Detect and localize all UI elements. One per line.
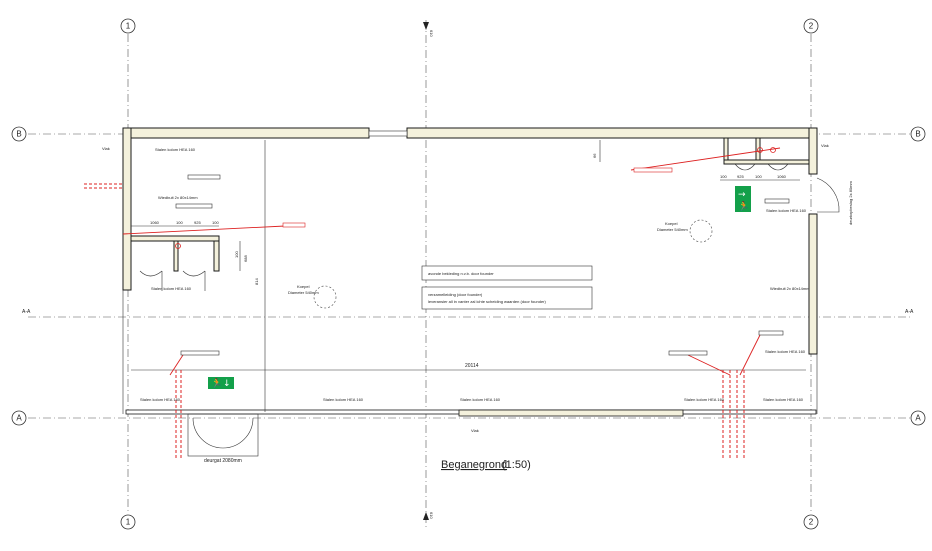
dimension-chain-left: 1060 100 925 100: [131, 220, 219, 227]
skylight-label: Diameter 540mm: [657, 227, 688, 232]
dimension-text: 1060: [150, 220, 160, 225]
note-text: verzamelleiding (door founder): [428, 292, 483, 297]
grid-bubble-label: 1: [126, 518, 131, 527]
drawing-title: Beganegrond (1:50): [441, 459, 531, 471]
section-label-right: A-A: [905, 309, 914, 315]
note-text: avonde bekleding n.v.b. door founder: [428, 271, 494, 276]
grid-bubble-rowA-left: A: [11, 410, 27, 426]
dimension-text: 100: [720, 174, 727, 179]
title-text: Beganegrond: [441, 459, 507, 471]
element-labels: Stalen kolom HEA 160 Wiedbuit 2x 80x14mm…: [102, 143, 829, 433]
column-label: Stalen kolom HEA 160: [684, 397, 725, 402]
column-label: Stalen kolom HEA 160: [765, 349, 806, 354]
door-bottom[interactable]: deurgat 2080mm: [187, 413, 259, 464]
section-mark-bottom: 610: [423, 512, 434, 520]
window-label: Wiedbuit 2x 80x14mm: [158, 195, 198, 200]
grid-bubble-col2-top: 2: [803, 18, 819, 34]
note-text: leveransier all in vanter zal ichte sche…: [428, 299, 547, 304]
dimension-text: 100: [755, 174, 762, 179]
grid-bubble-label: B: [915, 130, 920, 139]
dimension-text: 814: [254, 278, 259, 285]
section-mark-label: 610: [429, 512, 434, 519]
bar-label: Vlak: [102, 146, 110, 151]
dimension-left-height: 814: [254, 140, 266, 412]
section-mark-top: 610: [423, 22, 434, 37]
scale-text: (1:50): [502, 459, 531, 471]
door-bottom-label: deurgat 2080mm: [204, 458, 242, 464]
grid-bubble-label: 1: [126, 22, 131, 31]
door-right[interactable]: deurkopbeslag 2x 80mm: [816, 177, 853, 225]
column-label: Stalen kolom HEA 160: [155, 147, 196, 152]
skylight-right: Koepel Diameter 540mm: [657, 219, 713, 243]
arrow-right-icon: →: [738, 190, 746, 200]
grid-bubble-rowA-right: A: [910, 410, 926, 426]
dimension-text: 925: [737, 174, 744, 179]
grid-bubble-label: A: [915, 414, 921, 423]
red-lines: [84, 147, 781, 460]
dimension-text: 100: [176, 220, 183, 225]
exit-person-icon: 🏃: [738, 200, 749, 212]
label-bars: [175, 167, 790, 356]
skylight-label: Koepel: [297, 284, 310, 289]
section-mark-label: 610: [429, 30, 434, 37]
dimension-text: 20114: [465, 363, 479, 369]
dimension-chain-right: 100 925 100 1060: [720, 174, 800, 181]
dimension-text: 688: [243, 255, 248, 262]
dimension-text: 100: [234, 251, 239, 258]
window-label: Wiedbuit 2x 80x14mm: [770, 286, 810, 291]
skylight-left: Koepel Diameter 540mm: [288, 284, 337, 309]
grid-bubble-col1-bottom: 1: [120, 514, 136, 530]
column-label: Stalen kolom HEA 160: [766, 208, 807, 213]
grid-bubble-col1-top: 1: [120, 18, 136, 34]
column-label: Stalen kolom HEA 160: [460, 397, 501, 402]
dimension-text: 1060: [777, 174, 787, 179]
grid-bubble-label: 2: [809, 22, 814, 31]
grid-bubble-col2-bottom: 2: [803, 514, 819, 530]
skylight-label: Koepel: [665, 221, 678, 226]
column-label: Stalen kolom HEA 160: [151, 286, 192, 291]
dimension-text: 100: [212, 220, 219, 225]
grid-bubble-label: B: [16, 130, 21, 139]
toilet-fixtures: [139, 163, 789, 291]
arrow-down-icon: ↓: [223, 379, 231, 389]
exit-person-icon: 🏃: [211, 377, 222, 389]
grid-bubble-label: 2: [809, 518, 814, 527]
skylight-label: Diameter 540mm: [288, 290, 319, 295]
note-box-1: avonde bekleding n.v.b. door founder: [421, 265, 593, 281]
section-label-left: A-A: [22, 309, 31, 315]
bar-label: Vlak: [821, 143, 829, 148]
dimension-text: 66: [592, 153, 597, 158]
column-label: Stalen kolom HEA 160: [323, 397, 364, 402]
note-box-2: verzamelleiding (door founder) leveransi…: [421, 286, 593, 310]
grid-bubble-rowB-right: B: [910, 126, 926, 142]
exit-sign-bottom: 🏃 ↓: [208, 377, 234, 389]
door-right-label: deurkopbeslag 2x 80mm: [848, 181, 853, 225]
column-label: Stalen kolom HEA 160: [763, 397, 804, 402]
column-label: Stalen kolom HEA 160: [140, 397, 181, 402]
dimension-text: 925: [194, 220, 201, 225]
dimension-left-vertical: 100 688: [234, 241, 248, 271]
dimension-overall: 20114: [131, 363, 806, 371]
grid-bubble-label: A: [16, 414, 22, 423]
bar-label: Vlak: [471, 428, 479, 433]
exit-sign-right: → 🏃: [735, 186, 751, 212]
dimension-top-center: 66: [592, 140, 601, 162]
grid-bubble-rowB-left: B: [11, 126, 27, 142]
